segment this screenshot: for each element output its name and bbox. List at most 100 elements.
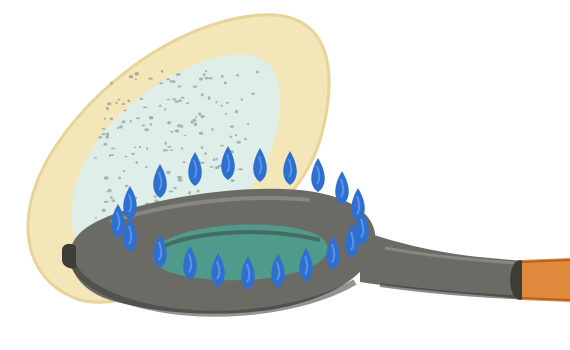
mesh-speckle	[211, 128, 214, 131]
mesh-speckle	[181, 147, 183, 149]
mesh-speckle	[167, 99, 170, 101]
mesh-speckle	[208, 96, 211, 100]
mesh-speckle	[230, 136, 233, 138]
mesh-speckle	[175, 130, 180, 133]
mesh-speckle	[235, 134, 237, 136]
mesh-speckle	[94, 157, 97, 159]
burner-pipe	[360, 230, 535, 300]
mesh-speckle	[213, 158, 216, 161]
mesh-speckle	[172, 80, 176, 83]
mesh-speckle	[129, 75, 133, 78]
mesh-speckle	[110, 82, 113, 85]
mesh-speckle	[244, 138, 247, 140]
mesh-speckle	[159, 82, 163, 84]
mesh-speckle	[131, 153, 135, 155]
mesh-speckle	[149, 116, 153, 120]
mesh-speckle	[122, 103, 125, 105]
mesh-speckle	[186, 102, 189, 104]
mesh-speckle	[123, 110, 126, 112]
mesh-speckle	[169, 191, 174, 193]
mesh-speckle	[127, 100, 130, 103]
mesh-speckle	[167, 146, 171, 148]
mesh-speckle	[237, 141, 241, 144]
mesh-speckle	[178, 85, 181, 87]
mesh-speckle	[106, 107, 109, 111]
mesh-speckle	[143, 106, 147, 108]
mesh-speckle	[167, 121, 171, 124]
mesh-speckle	[173, 98, 177, 100]
mesh-speckle	[104, 118, 106, 120]
mesh-speckle	[136, 161, 138, 164]
mesh-speckle	[220, 145, 224, 147]
mesh-speckle	[102, 133, 106, 135]
mesh-speckle	[181, 97, 185, 99]
mesh-speckle	[164, 108, 166, 111]
mesh-speckle	[209, 77, 213, 79]
mesh-speckle	[230, 179, 234, 182]
mesh-speckle	[247, 123, 249, 125]
mesh-speckle	[165, 142, 167, 145]
mesh-speckle	[134, 147, 136, 149]
mesh-speckle	[125, 185, 129, 187]
mesh-speckle	[139, 146, 141, 148]
mesh-speckle	[115, 102, 117, 105]
mesh-speckle	[153, 195, 156, 197]
mesh-speckle	[215, 101, 217, 104]
mesh-speckle	[166, 171, 170, 174]
mesh-speckle	[184, 135, 187, 137]
mesh-speckle	[111, 148, 115, 150]
mesh-speckle	[98, 136, 102, 138]
mesh-speckle	[236, 74, 239, 76]
mesh-speckle	[107, 102, 111, 105]
mesh-speckle	[230, 125, 234, 127]
mesh-speckle	[104, 176, 109, 180]
mesh-speckle	[146, 147, 148, 150]
mesh-speckle	[118, 176, 121, 179]
mesh-speckle	[130, 120, 132, 123]
mesh-speckle	[163, 149, 165, 152]
mesh-speckle	[159, 105, 162, 107]
mesh-speckle	[134, 72, 139, 76]
flame	[335, 171, 349, 205]
mesh-speckle	[204, 152, 207, 154]
mesh-speckle	[201, 115, 205, 118]
flame	[311, 158, 325, 192]
mesh-speckle	[136, 117, 140, 119]
mesh-speckle	[135, 78, 137, 80]
mesh-speckle	[201, 93, 204, 96]
mesh-speckle	[111, 154, 114, 156]
mesh-speckle	[150, 123, 153, 125]
mesh-speckle	[119, 125, 123, 128]
mesh-speckle	[200, 162, 205, 164]
mesh-speckle	[178, 178, 183, 181]
mesh-speckle	[193, 86, 198, 88]
mesh-speckle	[170, 131, 173, 133]
mesh-speckle	[235, 110, 238, 113]
mesh-speckle	[117, 127, 119, 129]
mesh-speckle	[205, 70, 207, 72]
mesh-speckle	[109, 154, 111, 157]
mesh-speckle	[104, 201, 109, 203]
mesh-speckle	[145, 166, 147, 168]
mesh-speckle	[225, 113, 227, 115]
mesh-speckle	[161, 70, 163, 73]
mesh-speckle	[177, 176, 182, 179]
mesh-speckle	[240, 99, 243, 101]
mesh-speckle	[173, 187, 177, 189]
mesh-speckle	[102, 209, 106, 212]
mesh-speckle	[142, 124, 145, 126]
mesh-speckle	[216, 158, 218, 161]
mesh-speckle	[197, 190, 200, 193]
mesh-speckle	[256, 71, 259, 74]
mesh-speckle	[106, 132, 109, 136]
mesh-speckle	[199, 78, 203, 81]
mesh-speckle	[203, 73, 206, 76]
mesh-speckle	[188, 193, 191, 195]
mesh-speckle	[118, 99, 120, 101]
mesh-speckle	[238, 168, 243, 170]
mesh-speckle	[215, 166, 220, 169]
mesh-speckle	[198, 112, 201, 115]
mesh-speckle	[194, 123, 197, 126]
mesh-speckle	[175, 101, 179, 103]
mesh-speckle	[154, 199, 157, 201]
